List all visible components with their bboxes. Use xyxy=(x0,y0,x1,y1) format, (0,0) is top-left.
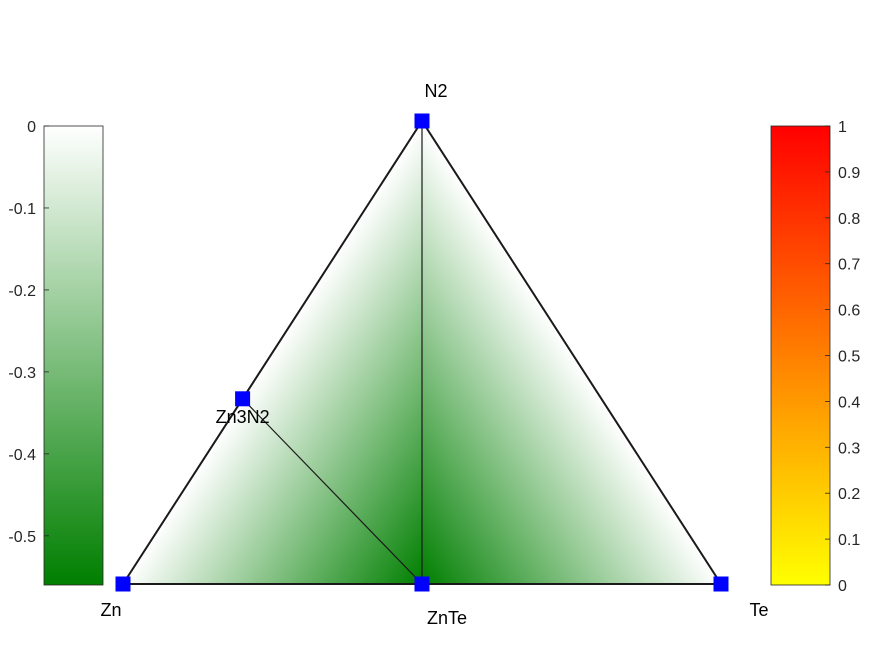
left-colorbar-tick-label: 0 xyxy=(27,119,36,136)
phase-marker-znte xyxy=(414,576,430,592)
formation-energy-colorbar: 0 -0.1 -0.2 -0.3 -0.4 -0.5 xyxy=(8,119,104,586)
tie-line-zn3n2-znte xyxy=(242,398,423,585)
left-colorbar-tick-label: -0.3 xyxy=(8,365,36,382)
right-colorbar-tick-label: 0.2 xyxy=(838,486,860,503)
right-colorbar-bar xyxy=(770,125,831,586)
phase-label-te: Te xyxy=(749,600,768,620)
right-colorbar-tick-label: 0.4 xyxy=(838,394,860,411)
right-colorbar-tick-label: 1 xyxy=(838,119,847,136)
phase-marker-n2 xyxy=(414,113,430,129)
phase-label-znte: ZnTe xyxy=(427,608,467,628)
right-colorbar-tick-label: 0 xyxy=(838,578,847,595)
tie-lines xyxy=(242,121,423,585)
phase-label-zn3n2: Zn3N2 xyxy=(216,407,270,427)
left-colorbar-tick-label: -0.2 xyxy=(8,283,36,300)
right-colorbar-tick-label: 0.1 xyxy=(838,532,860,549)
right-colorbar-tick-label: 0.6 xyxy=(838,303,860,320)
phase-label-n2: N2 xyxy=(424,81,447,101)
facet-zn3n2-znte-n2 xyxy=(242,121,422,584)
phase-label-zn: Zn xyxy=(100,600,121,620)
left-colorbar-tick-label: -0.5 xyxy=(8,529,36,546)
right-colorbar-tick-label: 0.9 xyxy=(838,165,860,182)
stability-colorbar: 0 0.1 0.2 0.3 0.4 0.5 0.6 0.7 0.8 0.9 1 xyxy=(770,119,860,595)
phase-marker-te xyxy=(713,576,729,592)
phase-marker-zn3n2 xyxy=(235,391,251,407)
phase-marker-zn xyxy=(115,576,131,592)
right-colorbar-tick-label: 0.7 xyxy=(838,257,860,274)
right-colorbar-tick-label: 0.3 xyxy=(838,440,860,457)
phase-markers xyxy=(115,113,729,592)
left-colorbar-bar xyxy=(43,125,104,586)
left-colorbar-tick-label: -0.4 xyxy=(8,447,36,464)
facet-zn-znte-zn3n2 xyxy=(123,398,422,584)
right-colorbar-tick-label: 0.8 xyxy=(838,211,860,228)
left-colorbar-tick-label: -0.1 xyxy=(8,201,36,218)
right-colorbar-tick-label: 0.5 xyxy=(838,349,860,366)
